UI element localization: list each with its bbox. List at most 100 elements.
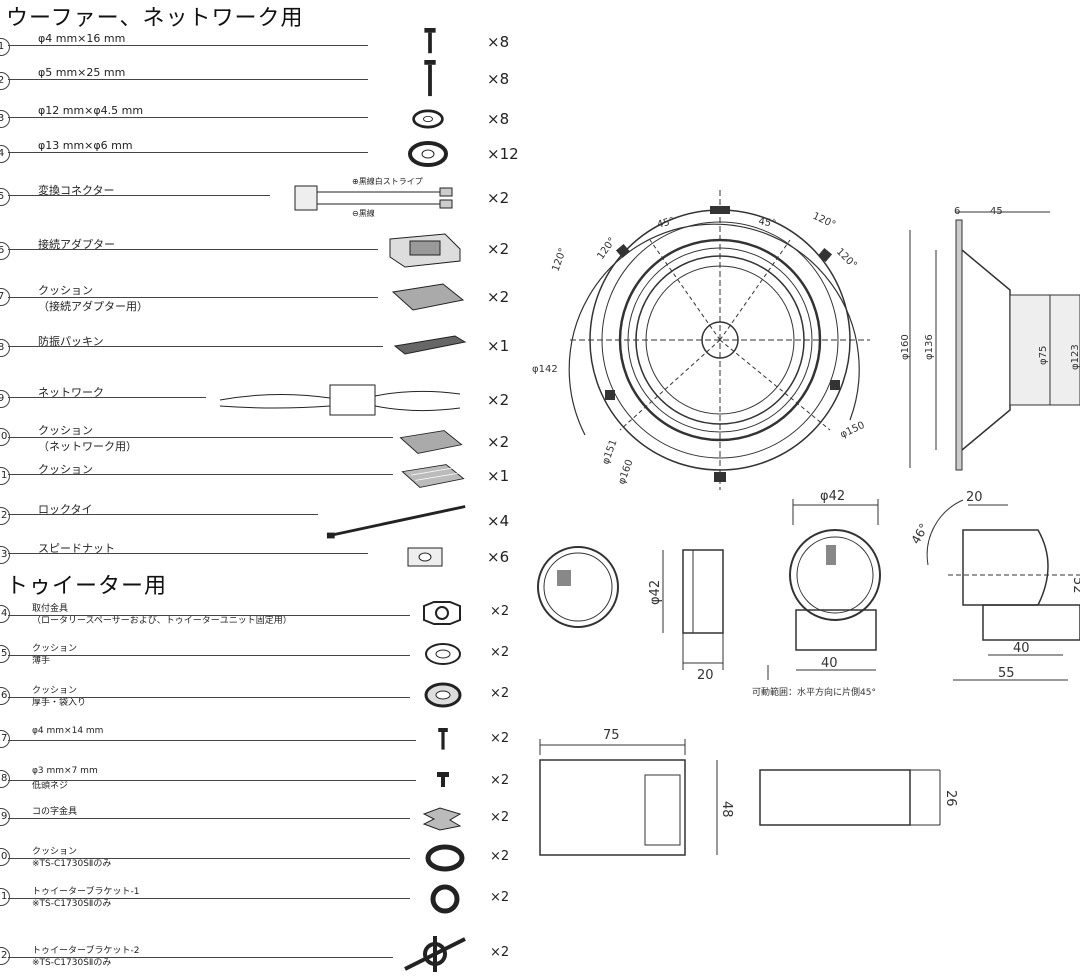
leader-line (8, 45, 368, 46)
cushion-sheet-icon (398, 462, 468, 490)
leader-line (8, 474, 393, 475)
part-quantity: ×2 (490, 731, 510, 746)
part-sublabel: ※TS-C1730SⅡのみ (32, 859, 112, 869)
leader-line (8, 898, 410, 899)
part-row: 16クッション厚手・袋入り×2 (0, 682, 540, 708)
part-sublabel: ※TS-C1730SⅡのみ (32, 899, 112, 909)
part-number: 20 (0, 848, 10, 866)
part-number: 14 (0, 605, 10, 623)
woofer-front-diagram: 120° 120° 45° 45° 120° 120° φ142 φ151 φ1… (532, 190, 870, 490)
part-number: 21 (0, 888, 10, 906)
leader-line (8, 553, 368, 554)
part-number: 18 (0, 770, 10, 788)
part-quantity: ×2 (487, 240, 510, 258)
woofer-side-dia-123: φ123 (1070, 344, 1080, 370)
tweeter-angle-w2: 55 (998, 666, 1015, 681)
part-label: クッション (38, 424, 93, 437)
woofer-section-title: ウーファー、ネットワーク用 (6, 6, 304, 31)
woofer-front-angle-4: 45° (757, 216, 776, 230)
part-label: クッション (38, 284, 93, 297)
leader-line (8, 117, 368, 118)
part-quantity: ×12 (487, 145, 519, 163)
part-label: ネットワーク (38, 386, 104, 399)
part-row: 14取付金具（ロータリースペーサーおよび、トゥイーターユニット固定用）×2 (0, 601, 540, 626)
part-sublabel: （接続アダプター用） (38, 300, 148, 313)
part-number: 9 (0, 390, 10, 408)
leader-line (8, 346, 383, 347)
leader-line (8, 615, 410, 616)
leader-line (8, 780, 416, 781)
leader-line (8, 858, 410, 859)
part-label: クッション (32, 686, 78, 696)
woofer-front-dia-160: φ160 (616, 458, 635, 486)
ring-cushion-icon (423, 642, 463, 666)
part-label: 接続アダプター (38, 238, 115, 251)
leader-line (8, 957, 393, 958)
part-quantity: ×2 (487, 433, 510, 451)
part-number: 12 (0, 507, 10, 525)
speed-nut-icon (405, 545, 445, 569)
leader-line (8, 397, 206, 398)
part-sublabel: （ネットワーク用） (38, 440, 137, 453)
woofer-front-dia-151: φ151 (600, 438, 619, 466)
part-quantity: ×8 (487, 110, 510, 128)
part-row: 13スピードナット×6 (0, 542, 540, 567)
part-quantity: ×4 (487, 512, 510, 530)
screw-icon (420, 28, 440, 56)
bracket-ring-icon (425, 882, 465, 916)
part-number: 8 (0, 339, 10, 357)
part-quantity: ×1 (487, 467, 510, 485)
tweeter-angle-diagram: 46° 20 40 55 52 (908, 490, 1080, 681)
tweeter-stand-width: 40 (821, 656, 838, 671)
part-number: 4 (0, 145, 10, 163)
part-quantity: ×2 (490, 849, 510, 864)
small-screw-icon (432, 772, 454, 792)
part-quantity: ×8 (487, 70, 510, 88)
woofer-side-diagram: 6 45 φ160 φ136 φ75 φ123 (900, 206, 1080, 471)
cable-tie-icon (325, 500, 470, 542)
tweeter-angle-w1: 40 (1013, 641, 1030, 656)
part-label: コの字金具 (32, 807, 78, 817)
cushion-pad-icon (396, 428, 466, 456)
part-number: 11 (0, 467, 10, 485)
packing-strip-icon (390, 333, 470, 359)
ring-icon (425, 843, 465, 873)
part-number: 3 (0, 110, 10, 128)
woofer-front-angle-3: 45° (656, 216, 676, 231)
connector-icon (290, 178, 470, 218)
woofer-front-angle-5: 120° (811, 211, 837, 231)
leader-line (8, 249, 378, 250)
part-sublabel: 厚手・袋入り (32, 698, 87, 708)
wire-note-negative: ⊖黒線 (352, 209, 375, 218)
part-number: 1 (0, 38, 10, 56)
leader-line (8, 514, 318, 515)
adapter-icon (385, 228, 465, 270)
part-label: φ5 mm×25 mm (38, 66, 126, 79)
tweeter-angle-height: 52 (1070, 577, 1080, 594)
tweeter-stand-note: 可動範囲：水平方向に片側45° (752, 686, 876, 698)
part-row: 19コの字金具×2 (0, 806, 540, 831)
screw-icon (432, 728, 454, 752)
network-top-height: 48 (719, 801, 734, 818)
woofer-side-dia-136: φ136 (924, 334, 935, 360)
bracket-cross-icon (400, 932, 470, 976)
leader-line (8, 740, 416, 741)
part-quantity: ×2 (490, 604, 510, 619)
part-label: トゥイーターブラケット-1 (32, 887, 140, 897)
part-number: 15 (0, 645, 10, 663)
part-quantity: ×2 (490, 686, 510, 701)
network-top-diagram: 75 48 (539, 728, 734, 856)
part-sublabel: 低頭ネジ (32, 781, 69, 791)
part-label: φ3 mm×7 mm (32, 766, 98, 776)
part-row: 11クッション×1 (0, 463, 540, 488)
part-quantity: ×8 (487, 33, 510, 51)
